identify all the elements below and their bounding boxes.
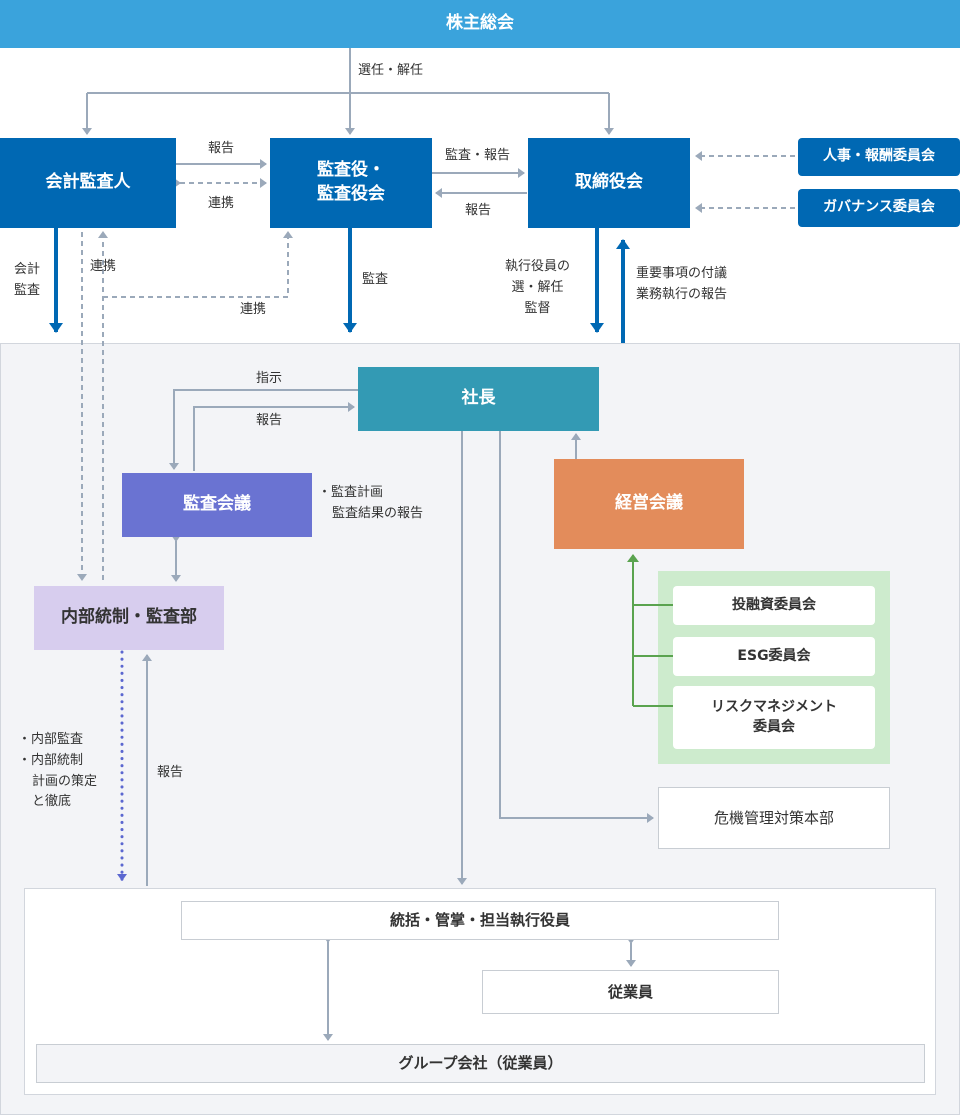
important-line2: 業務執行の報告 [636, 286, 728, 302]
internal-audit-item1: ・内部監査 [18, 732, 84, 747]
internal-audit-duties-label: ・内部監査 ・内部統制 計画の策定 と徹底 [18, 730, 97, 813]
audit-meeting-label: 監査会議 [183, 494, 251, 515]
exec-line3: 監督 [524, 300, 551, 316]
audit-label: 監査 [362, 272, 389, 287]
shareholders-label: 株主総会 [446, 13, 514, 34]
board-of-directors-box: 取締役会 [528, 138, 690, 228]
instruction-label: 指示 [256, 371, 283, 386]
hr-committee-box: 人事・報酬委員会 [798, 138, 960, 176]
employees-box: 従業員 [482, 970, 779, 1014]
executives-label: 統括・管掌・担当執行役員 [389, 911, 570, 929]
esg-committee-box: ESG委員会 [673, 637, 875, 676]
executives-box: 統括・管掌・担当執行役員 [181, 901, 779, 940]
cooperation-label-aa: 連携 [208, 196, 235, 211]
audit-report-label: 監査・報告 [445, 148, 511, 163]
risk-committee-line2: 委員会 [753, 718, 795, 735]
crisis-hq-label: 危機管理対策本部 [713, 808, 834, 827]
report-label-aa: 報告 [208, 141, 235, 156]
governance-committee-label: ガバナンス委員会 [823, 199, 935, 216]
auditors-box: 監査役・ 監査役会 [270, 138, 432, 228]
risk-committee-line1: リスクマネジメント [711, 698, 837, 715]
audit-plan-line2: 監査結果の報告 [332, 505, 424, 521]
audit-plan-line1: ・監査計画 [318, 485, 384, 500]
cooperation-label-kansa: 連携 [240, 302, 267, 317]
esg-committee-label: ESG委員会 [737, 647, 811, 664]
management-meeting-box: 経営会議 [554, 459, 744, 549]
important-matters-label: 重要事項の付議 業務執行の報告 [636, 264, 727, 306]
internal-audit-dept-box: 内部統制・監査部 [34, 586, 224, 650]
header-bar [0, 0, 960, 48]
exec-line1: 執行役員の [505, 259, 571, 274]
report-label-meeting: 報告 [256, 413, 283, 428]
report-label-board: 報告 [465, 203, 492, 218]
management-meeting-label: 経営会議 [615, 493, 683, 514]
internal-audit-item2: ・内部統制 [18, 752, 84, 768]
shareholders-meeting: 株主総会 [0, 0, 960, 48]
crisis-hq-box: 危機管理対策本部 [658, 787, 890, 849]
internal-audit-item3: 計画の策定 [32, 773, 98, 789]
internal-audit-item4: と徹底 [32, 794, 72, 810]
accounting-audit-line1: 会計 [14, 262, 41, 277]
accounting-auditor-box: 会計監査人 [0, 138, 176, 228]
internal-audit-dept-label: 内部統制・監査部 [61, 607, 197, 628]
appoint-dismiss-label: 選任・解任 [358, 63, 424, 78]
auditors-label-line1: 監査役・ [317, 160, 385, 181]
exec-line2: 選・解任 [511, 279, 564, 295]
governance-committee-box: ガバナンス委員会 [798, 189, 960, 227]
employees-label: 従業員 [607, 982, 653, 1001]
investment-committee-label: 投融資委員会 [732, 596, 816, 613]
investment-committee-box: 投融資委員会 [673, 586, 875, 625]
risk-committee-box: リスクマネジメント 委員会 [673, 686, 875, 749]
president-box: 社長 [358, 367, 599, 431]
auditors-label-line2: 監査役会 [317, 184, 385, 204]
group-companies-label: グループ会社（従業員） [398, 1054, 563, 1072]
accounting-auditor-label: 会計監査人 [45, 172, 131, 193]
audit-meeting-box: 監査会議 [122, 473, 312, 537]
cooperation-label-internal: 連携 [90, 259, 117, 274]
accounting-audit-line2: 監査 [14, 282, 41, 298]
hr-committee-label: 人事・報酬委員会 [823, 148, 935, 165]
president-label: 社長 [461, 388, 496, 409]
exec-supervision-label: 執行役員の 選・解任 監督 [505, 257, 570, 319]
report-label-group: 報告 [157, 765, 184, 780]
important-line1: 重要事項の付議 [636, 266, 728, 281]
accounting-audit-label: 会計 監査 [14, 260, 40, 302]
board-label: 取締役会 [575, 172, 643, 193]
group-companies-box: グループ会社（従業員） [36, 1044, 925, 1083]
audit-plan-label: ・監査計画 監査結果の報告 [318, 483, 423, 525]
